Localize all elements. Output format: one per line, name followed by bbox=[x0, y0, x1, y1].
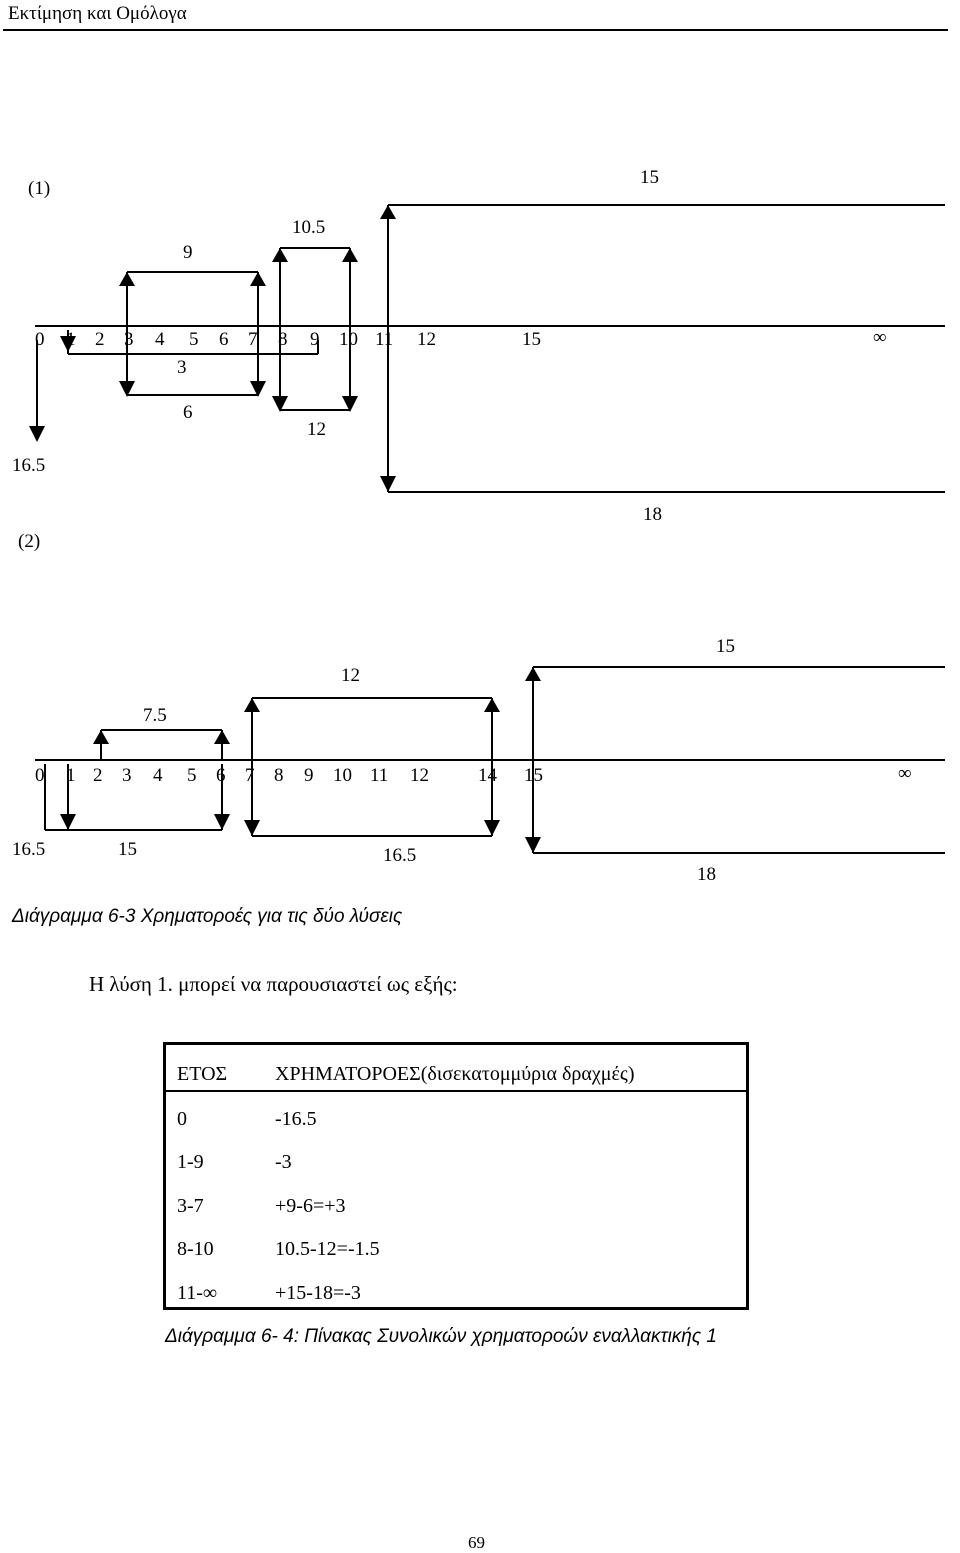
diagram-1-value-16-5: 16.5 bbox=[12, 455, 46, 476]
figure-caption-6-4: Διάγραμμα 6- 4: Πίνακας Συνολικών χρηματ… bbox=[165, 1326, 717, 1347]
diagram-2-axis-tick: 7 bbox=[245, 765, 255, 786]
diagram-1-value-18: 18 bbox=[643, 504, 662, 525]
diagram-1-axis-tick: 2 bbox=[95, 329, 105, 350]
table-header-year: ΕΤΟΣ bbox=[177, 1063, 228, 1085]
diagram-1-axis-tick: 0 bbox=[35, 329, 45, 350]
diagram-1-value-10-5: 10.5 bbox=[292, 217, 326, 238]
page-number: 69 bbox=[468, 1533, 485, 1552]
diagram-1-value-12: 12 bbox=[307, 419, 326, 440]
diagram-2-label: (2) bbox=[18, 531, 41, 552]
diagram-1-axis-tick: 3 bbox=[124, 329, 134, 350]
diagram-1-value-15-top: 15 bbox=[640, 167, 659, 188]
table-header-cashflows: ΧΡΗΜΑΤΟΡΟΕΣ(δισεκατομμύρια δραχμές) bbox=[275, 1063, 635, 1085]
table-cell-flow: 10.5-12=-1.5 bbox=[275, 1238, 380, 1260]
diagram-1-axis-tick: 12 bbox=[417, 329, 436, 350]
diagram-2-axis-tick: 11 bbox=[370, 765, 389, 786]
diagram-1-value-3: 3 bbox=[177, 357, 187, 378]
diagram-2-axis-tick: 2 bbox=[93, 765, 103, 786]
diagram-1-value-6: 6 bbox=[183, 402, 193, 423]
diagram-2-axis-tick: 9 bbox=[304, 765, 314, 786]
diagram-1-infinity: ∞ bbox=[873, 327, 887, 348]
table-cell-year: 8-10 bbox=[177, 1238, 214, 1260]
diagram-2-value-16-5-left: 16.5 bbox=[12, 839, 46, 860]
diagram-2-value-15-top: 15 bbox=[716, 636, 735, 657]
diagram-2-axis-tick: 0 bbox=[35, 765, 45, 786]
diagram-1-axis-tick: 1 bbox=[66, 329, 76, 350]
diagram-2-value-12: 12 bbox=[341, 665, 360, 686]
cashflow-table: ΕΤΟΣ ΧΡΗΜΑΤΟΡΟΕΣ(δισεκατομμύρια δραχμές)… bbox=[163, 1042, 749, 1310]
table-cell-flow: -16.5 bbox=[275, 1108, 317, 1130]
diagram-2-value-15-bottom: 15 bbox=[118, 839, 137, 860]
diagram-1-axis-tick: 5 bbox=[189, 329, 199, 350]
table-cell-year: 3-7 bbox=[177, 1195, 204, 1217]
diagram-2-axis-tick: 15 bbox=[524, 765, 543, 786]
diagram-2-value-18: 18 bbox=[697, 864, 716, 885]
table-cell-year: 1-9 bbox=[177, 1151, 204, 1173]
diagram-1-axis-tick: 15 bbox=[522, 329, 541, 350]
diagram-2-infinity: ∞ bbox=[898, 763, 912, 784]
diagram-2-axis-tick: 3 bbox=[122, 765, 132, 786]
diagram-1-value-9: 9 bbox=[183, 242, 193, 263]
diagram-1-axis-tick: 4 bbox=[155, 329, 165, 350]
diagram-2-value-7-5: 7.5 bbox=[143, 705, 167, 726]
diagram-2-axis-tick: 6 bbox=[216, 765, 226, 786]
diagram-2-axis-tick: 8 bbox=[274, 765, 284, 786]
diagram-1-axis-tick: 11 bbox=[375, 329, 394, 350]
diagram-2-axis-tick: 1 bbox=[66, 765, 76, 786]
diagram-2-axis-tick: 10 bbox=[333, 765, 352, 786]
diagram-2-axis-tick: 4 bbox=[153, 765, 163, 786]
diagram-1-axis-tick: 8 bbox=[278, 329, 288, 350]
page-header-title: Εκτίμηση και Ομόλογα bbox=[8, 3, 187, 24]
cashflow-diagram-1-lines bbox=[29, 204, 945, 854]
table-cell-flow: +15-18=-3 bbox=[275, 1282, 361, 1304]
table-cell-flow: +9-6=+3 bbox=[275, 1195, 346, 1217]
table-header-rule bbox=[166, 1090, 746, 1092]
figure-caption-6-3: Διάγραμμα 6-3 Χρηματοροές για τις δύο λύ… bbox=[12, 906, 403, 927]
diagram-1-axis-tick: 10 bbox=[339, 329, 358, 350]
diagram-1-label: (1) bbox=[28, 178, 51, 199]
intro-paragraph: Η λύση 1. μπορεί να παρουσιαστεί ως εξής… bbox=[89, 972, 458, 996]
diagram-1-axis-tick: 9 bbox=[310, 329, 320, 350]
diagram-1-axis-tick: 6 bbox=[219, 329, 229, 350]
diagram-2-axis-tick: 14 bbox=[478, 765, 497, 786]
header-rule bbox=[3, 29, 948, 31]
table-cell-flow: -3 bbox=[275, 1151, 292, 1173]
table-cell-year: 11-∞ bbox=[177, 1282, 218, 1304]
diagram-2-axis-tick: 12 bbox=[410, 765, 429, 786]
diagram-2-value-16-5-right: 16.5 bbox=[383, 845, 417, 866]
diagram-2-axis-tick: 5 bbox=[187, 765, 197, 786]
table-cell-year: 0 bbox=[177, 1108, 187, 1130]
diagram-1-axis-tick: 7 bbox=[248, 329, 258, 350]
